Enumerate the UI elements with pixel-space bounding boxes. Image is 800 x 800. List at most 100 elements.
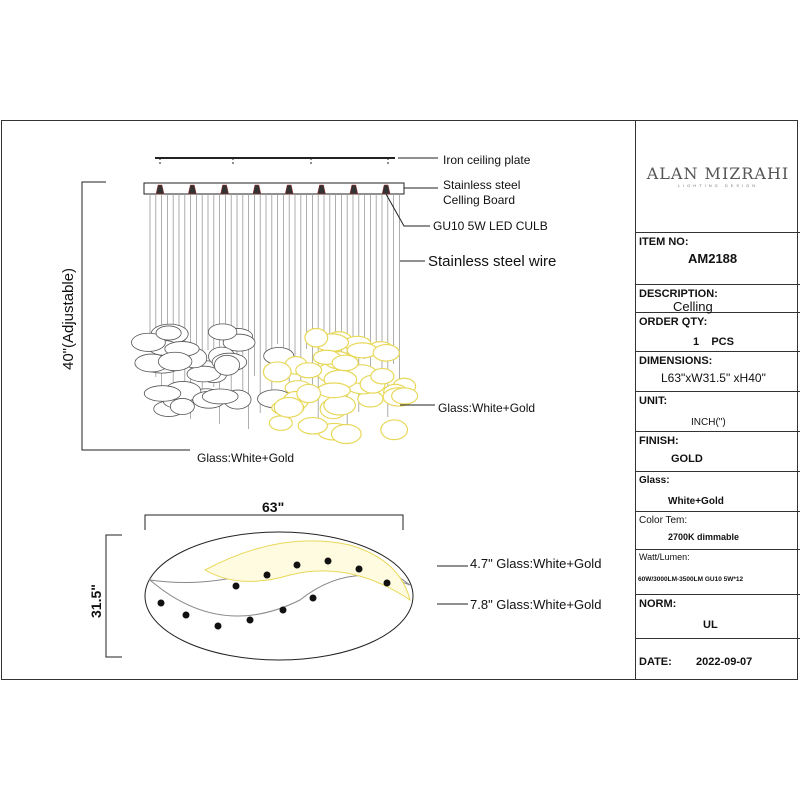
spec-value: 2022-09-07 (696, 656, 753, 668)
gu10-bulb (349, 184, 359, 195)
label-depth: 31.5" (88, 584, 104, 618)
spec-label: DIMENSIONS: (639, 355, 713, 367)
gu10-bulb (381, 184, 391, 195)
row-date: DATE: 2022-09-07 (636, 639, 800, 680)
row-finish: FINISH: GOLD (636, 432, 800, 472)
spec-label: ORDER QTY: (639, 316, 708, 328)
light-point (182, 611, 190, 619)
width-dimension (144, 514, 404, 530)
spec-label: FINISH: (639, 435, 679, 447)
brand-logo: ALAN MIZRAHI (646, 164, 790, 183)
light-point (246, 616, 254, 624)
white-glass-disc (213, 354, 241, 376)
gold-glass-disc (304, 327, 329, 348)
spec-value: L63"xW31.5" xH40" (661, 371, 766, 385)
label-board-2: Celling Board (443, 193, 516, 207)
spec-value: INCH(") (691, 417, 726, 428)
plan-outline (144, 531, 414, 661)
light-point (355, 565, 363, 573)
spec-label: Glass: (639, 475, 670, 486)
gold-glass-band (203, 540, 411, 602)
gu10-bulb (220, 184, 229, 195)
spec-label: DATE: (639, 656, 672, 668)
label-bulb: GU10 5W LED CULB (433, 219, 548, 233)
white-glass-disc (207, 323, 238, 341)
gold-glass-disc (372, 343, 400, 362)
spec-panel: ALAN MIZRAHI LIGHTING DESIGN ITEM NO: AM2… (635, 120, 800, 680)
gold-glass-disc (370, 367, 395, 385)
label-width: 63" (262, 499, 285, 515)
light-point (383, 579, 391, 587)
spec-value: 1 PCS (693, 336, 734, 348)
gold-glass-disc (380, 419, 409, 441)
light-point (293, 561, 301, 569)
light-point (279, 606, 287, 614)
white-glass-disc (143, 385, 182, 402)
gu10-bulb (155, 184, 165, 195)
spec-label: Color Tem: (639, 515, 688, 526)
spec-value: Celling (673, 299, 713, 314)
gu10-bulb (317, 184, 326, 195)
height-dimension (81, 181, 190, 451)
spec-value: 2700K dimmable (668, 532, 740, 542)
row-unit: UNIT: INCH(") (636, 392, 800, 432)
gold-glass-disc (273, 396, 304, 418)
label-board-1: Stainless steel (443, 178, 521, 192)
light-point (157, 599, 165, 607)
light-point (309, 594, 317, 602)
light-point (214, 622, 222, 630)
depth-dimension (105, 534, 122, 658)
gold-glass-disc (297, 416, 328, 435)
row-description: DESCRIPTION:Celling (636, 285, 800, 314)
spec-label: NORM: (639, 598, 677, 610)
label-glass-small: 4.7" Glass:White+Gold (470, 556, 602, 571)
label-wire: Stainless steel wire (428, 253, 557, 270)
gu10-bulb (252, 184, 262, 195)
row-glass: Glass: White+Gold (636, 472, 800, 512)
gu10-bulb (284, 184, 294, 195)
gold-glass-disc (268, 415, 293, 431)
white-glass-disc (157, 351, 193, 372)
light-point (232, 582, 240, 590)
row-watt-lumen: Watt/Lumen: 60W/3000LM-3500LM GU10 5W*12 (636, 550, 800, 595)
gu10-bulb (187, 184, 197, 195)
gold-glass-disc (330, 423, 362, 445)
brand-tagline: LIGHTING DESIGN (677, 183, 759, 188)
spec-label: DESCRIPTION: (639, 288, 718, 300)
logo-cell: ALAN MIZRAHI LIGHTING DESIGN (636, 120, 800, 233)
row-norm: NORM: UL (636, 595, 800, 639)
label-glass-large: 7.8" Glass:White+Gold (470, 597, 602, 612)
drawing-frame (1, 120, 798, 680)
gold-glass-disc (391, 387, 419, 405)
row-order-qty: ORDER QTY: 1 PCS (636, 313, 800, 352)
gold-glass-disc (296, 383, 322, 404)
ceiling-board (143, 182, 405, 195)
gold-glass-disc (323, 394, 356, 416)
chandelier-drawing (81, 157, 468, 661)
row-dimensions: DIMENSIONS: L63"xW31.5" xH40" (636, 352, 800, 392)
spec-label: ITEM NO: (639, 236, 689, 248)
spec-value: UL (703, 619, 718, 631)
label-glass-left: Glass:White+Gold (197, 451, 295, 465)
gold-glass-disc (295, 362, 323, 379)
row-item-no: ITEM NO: AM2188 (636, 233, 800, 285)
spec-value: White+Gold (668, 496, 724, 507)
spec-value: 60W/3000LM-3500LM GU10 5W*12 (638, 576, 744, 583)
light-point (263, 571, 271, 579)
white-glass-disc (155, 325, 182, 341)
white-glass-disc (201, 388, 239, 405)
spec-label: UNIT: (639, 395, 668, 407)
spec-value: GOLD (671, 453, 703, 465)
leader (385, 193, 430, 227)
spec-label: Watt/Lumen: (639, 552, 690, 562)
label-glass-right: Glass:White+Gold (438, 401, 536, 415)
white-glass-disc (131, 332, 166, 352)
gold-glass-disc (262, 361, 292, 383)
light-point (324, 557, 332, 565)
spec-value: AM2188 (688, 251, 738, 266)
white-glass-disc (169, 398, 195, 415)
gold-glass-disc (331, 354, 359, 372)
row-color-temp: Color Tem: 2700K dimmable (636, 512, 800, 550)
gold-glass-disc (316, 382, 351, 399)
label-height: 40"(Adjustable) (60, 267, 77, 370)
